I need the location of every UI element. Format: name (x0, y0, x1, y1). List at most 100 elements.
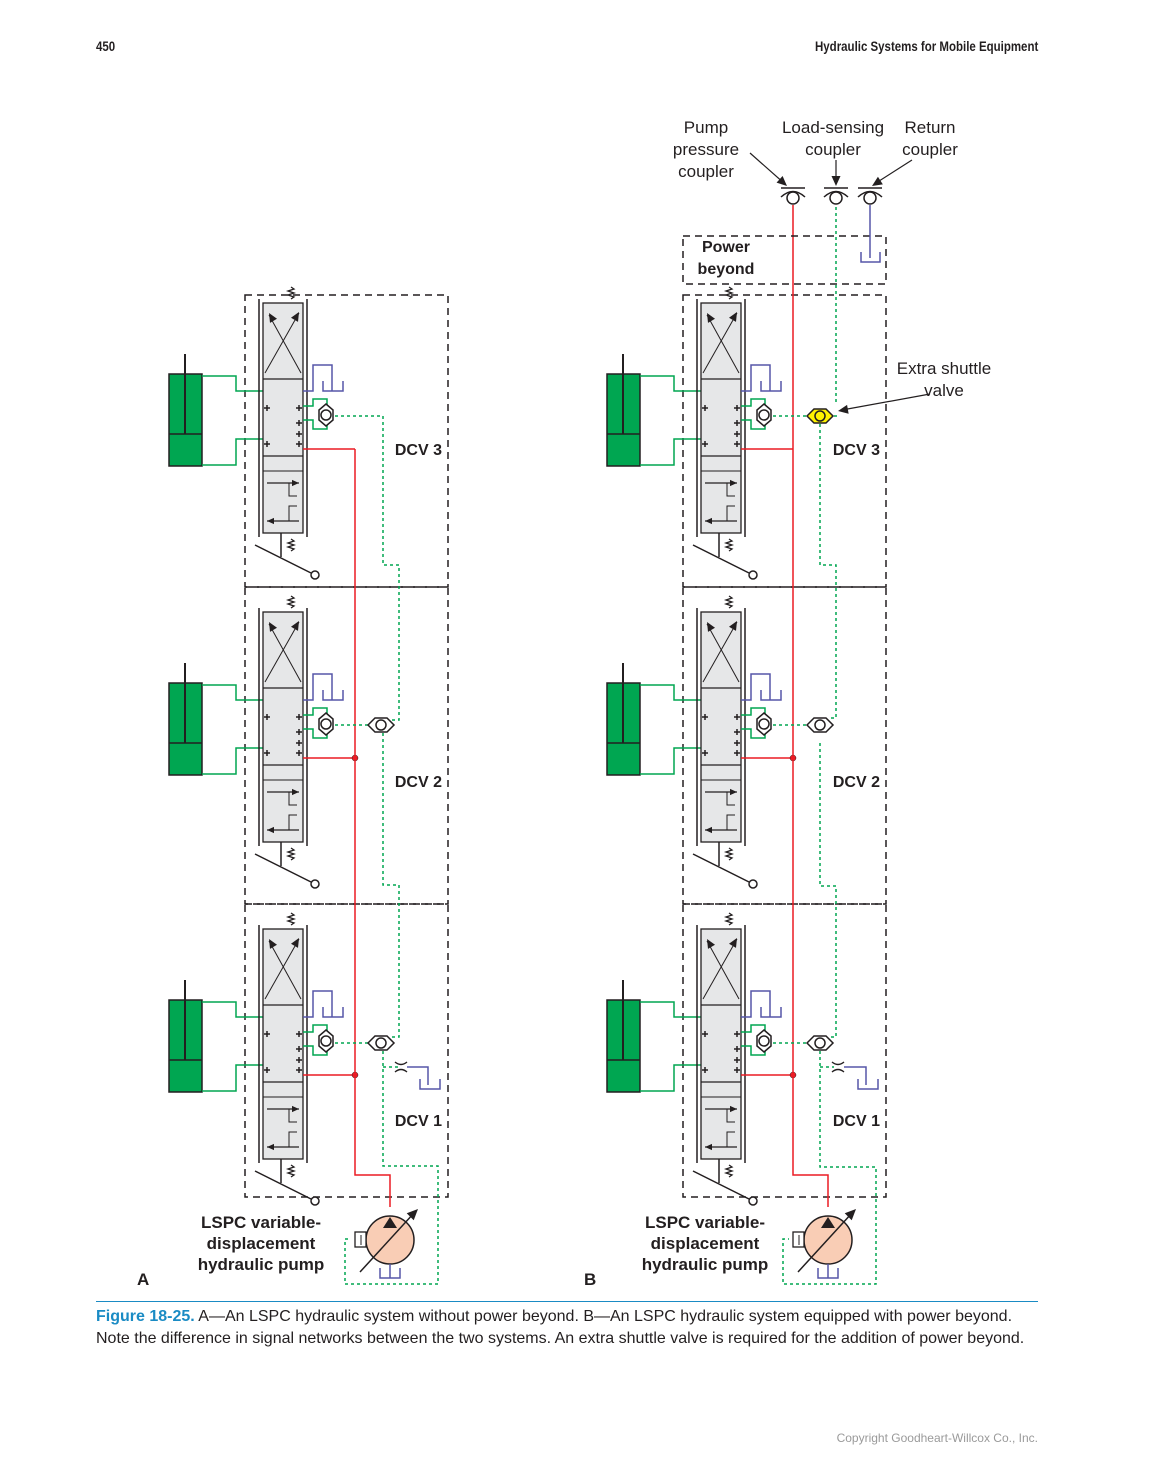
arrowhead (290, 938, 299, 948)
flow-path (288, 1109, 297, 1123)
coupler-ball (786, 191, 800, 205)
cross-arrow (706, 623, 740, 683)
leader-line (875, 159, 913, 184)
dcv-section-1: DCV 1 (244, 903, 449, 1198)
arrowhead (269, 313, 278, 323)
return-line (407, 1066, 429, 1085)
leader-line (841, 393, 931, 411)
orifice-curves (831, 1061, 845, 1073)
dcv-section-boundary (682, 903, 887, 1198)
pump-label: LSPC variable- (645, 1213, 765, 1232)
return-line (303, 673, 333, 701)
cross-arrow (702, 621, 738, 683)
callout-pump-pressure-coupler: coupler (678, 162, 734, 181)
arrowhead (838, 404, 849, 414)
shuttle-valve (366, 1035, 396, 1051)
spool-body (700, 302, 742, 534)
arrowhead (728, 621, 737, 631)
dcv-section-2: DCV 2 (244, 586, 449, 905)
pump-label: hydraulic pump (198, 1255, 325, 1274)
lever-handle (692, 544, 750, 574)
dcv-section-boundary (244, 903, 449, 1198)
arrowhead (267, 517, 274, 525)
ls-port-line (741, 707, 766, 716)
shuttle-ball (758, 718, 770, 730)
power-beyond-label: beyond (698, 261, 755, 278)
dcv-section-boundary (682, 294, 887, 588)
dcv-valve-2 (168, 595, 359, 889)
arrowhead (705, 1143, 712, 1151)
arrowhead (707, 622, 716, 632)
spring-icon (723, 847, 735, 861)
lever-knob (310, 570, 320, 580)
dcv-section-boundary (682, 586, 887, 905)
spool-body (700, 611, 742, 843)
arrowhead (730, 788, 737, 796)
cross-arrow (264, 621, 300, 683)
lever-knob (310, 1196, 320, 1206)
pump-label: displacement (651, 1234, 760, 1253)
return-line (741, 364, 771, 392)
dcv-spool (254, 286, 320, 580)
tank-icon (760, 381, 782, 392)
spring-icon (285, 538, 297, 552)
flow-path (726, 483, 735, 497)
lever-handle (692, 1170, 750, 1200)
cross-arrow (268, 940, 302, 1000)
cross-arrow (706, 314, 740, 374)
arrowhead (730, 479, 737, 487)
spring-icon (285, 847, 297, 861)
return-line (303, 990, 333, 1018)
work-port-line (640, 747, 701, 775)
signal-line (782, 1051, 877, 1285)
dcv-section-3: DCV 3 (682, 294, 887, 588)
leader-line (749, 152, 786, 185)
arrowhead (707, 313, 716, 323)
ls-port-line (741, 419, 766, 430)
arrowhead (776, 175, 787, 186)
callout-load-sensing-coupler: Load-sensing (782, 118, 884, 137)
dcv-section-2: DCV 2 (682, 586, 887, 905)
callout-pump-pressure-coupler: Pump (684, 118, 728, 137)
quick-couplers (780, 187, 883, 205)
extra-shuttle-valve (805, 408, 835, 424)
arrowhead (267, 1143, 274, 1151)
work-port-line (202, 684, 263, 701)
tank-icon (419, 1079, 441, 1090)
ls-port-line (303, 728, 328, 739)
orifice-icon (394, 1061, 408, 1073)
callout-pump-pressure-coupler: pressure (673, 140, 739, 159)
dcv-label: DCV 2 (833, 774, 880, 791)
shuttle-ball (375, 719, 387, 731)
coupler-ball (829, 191, 843, 205)
shuttle-ball (758, 1035, 770, 1047)
shuttle-ball (814, 1037, 826, 1049)
work-port-line (640, 438, 701, 466)
arrowhead (844, 1209, 856, 1221)
tank-icon (857, 1079, 879, 1090)
work-port-line (202, 375, 263, 392)
shuttle-ball (375, 1037, 387, 1049)
variable-arrow (359, 1212, 415, 1273)
dcv-spool (692, 595, 758, 889)
callout-return-coupler: coupler (902, 140, 958, 159)
dcv-valve-1 (168, 912, 359, 1206)
pump-label: LSPC variable- (201, 1213, 321, 1232)
dcv-valve-1 (606, 912, 797, 1206)
main-pressure-line (354, 449, 391, 1207)
arrowhead (705, 517, 712, 525)
cross-arrow (702, 312, 738, 374)
flow-path (726, 814, 735, 830)
cross-arrow (706, 940, 740, 1000)
spring-icon (285, 286, 297, 300)
lever-handle (254, 544, 312, 574)
internal-shuttle-valve (318, 1029, 334, 1053)
dcv-section-boundary (244, 294, 449, 588)
callout-return-coupler: Return (904, 118, 955, 137)
signal-line (335, 415, 400, 721)
variable-displacement-pump (792, 1209, 856, 1279)
work-port-line (202, 1001, 263, 1018)
